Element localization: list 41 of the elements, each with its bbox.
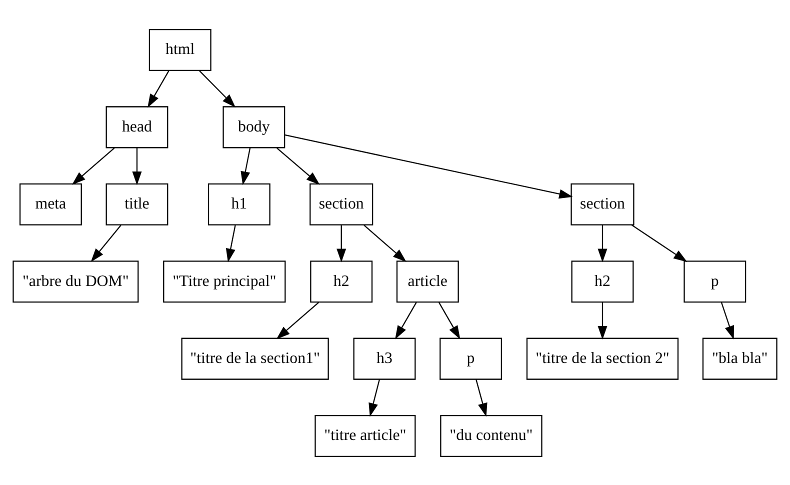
arrow xyxy=(284,134,573,198)
node-box: title xyxy=(106,182,168,225)
arrow xyxy=(720,302,734,339)
arrow xyxy=(598,302,608,340)
node-box: p xyxy=(440,337,502,380)
arrow xyxy=(364,224,406,262)
arrow xyxy=(276,302,320,339)
arrow xyxy=(240,147,251,185)
arrow xyxy=(148,70,170,108)
arrow xyxy=(598,224,608,262)
arrow xyxy=(395,302,417,339)
node-box: "bla bla" xyxy=(702,337,778,380)
node-box: section xyxy=(310,182,374,225)
node-box: "titre de la section 2" xyxy=(526,337,679,380)
node-box: html xyxy=(148,28,212,70)
arrow xyxy=(199,70,236,107)
arrow xyxy=(90,224,122,262)
node-box: "du contenu" xyxy=(440,414,542,457)
node-box: section xyxy=(570,182,634,225)
arrow xyxy=(336,224,346,262)
node-box: article xyxy=(396,260,459,302)
arrow xyxy=(368,379,380,416)
node-box: "titre de la section1" xyxy=(181,337,329,380)
arrow xyxy=(226,224,236,262)
node-box: "Titre principal" xyxy=(163,260,286,302)
arrow xyxy=(631,224,688,262)
arrow xyxy=(276,147,320,184)
node-box: "titre article" xyxy=(314,414,416,457)
arrow xyxy=(438,302,460,339)
node-box: meta xyxy=(19,182,82,225)
node-box: p xyxy=(684,260,746,302)
node-box: h1 xyxy=(208,182,270,225)
node-box: head xyxy=(106,106,168,148)
arrow xyxy=(476,378,488,416)
arrow xyxy=(132,148,142,185)
node-box: h2 xyxy=(310,260,373,302)
node-box: h3 xyxy=(353,337,416,380)
node-box: "arbre du DOM" xyxy=(12,260,139,302)
node-box: h2 xyxy=(571,260,634,302)
node-box: body xyxy=(222,106,286,148)
arrow xyxy=(72,147,115,184)
